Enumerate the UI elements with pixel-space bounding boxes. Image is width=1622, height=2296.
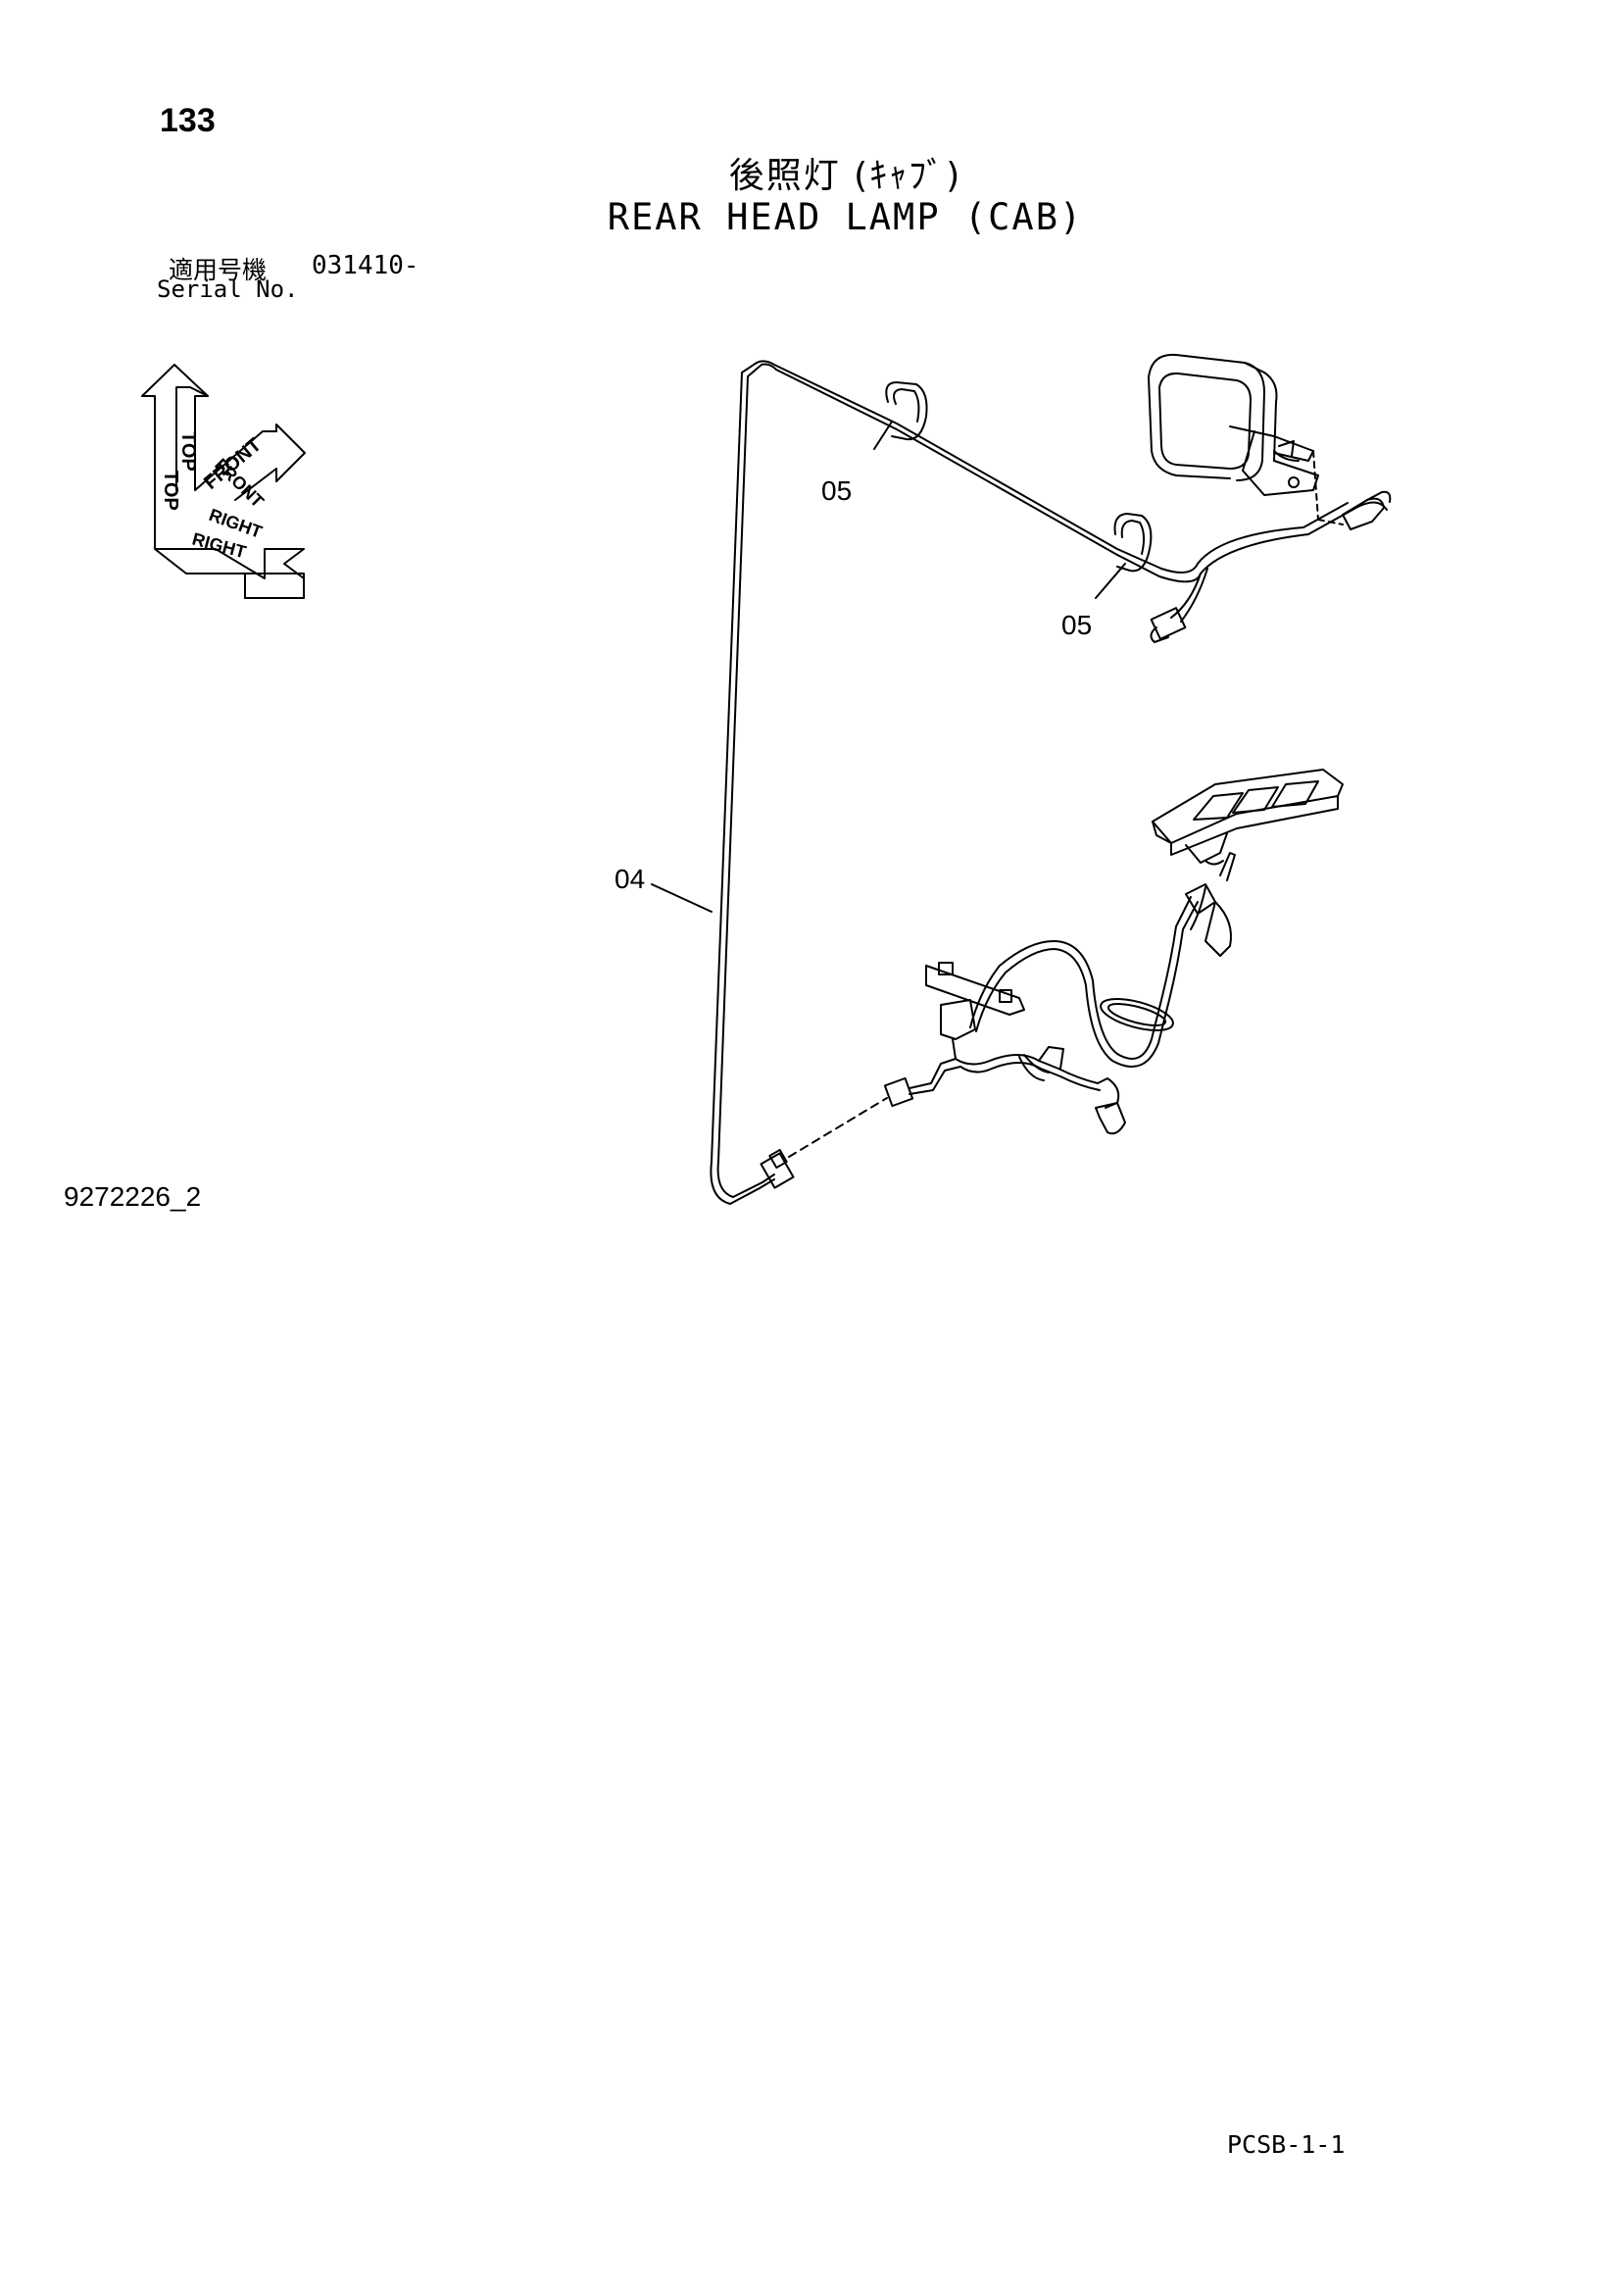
- switch-panel: [1152, 769, 1344, 866]
- callout-05-upper: 05: [821, 475, 852, 506]
- leader-05-lower: [1095, 563, 1126, 599]
- lamp-connector: [1150, 607, 1187, 643]
- page-number: 133: [160, 102, 216, 139]
- rear-lamp: [1148, 353, 1392, 530]
- clamp-05-lower: [1113, 513, 1153, 573]
- clamp-05-upper: [885, 381, 928, 441]
- callout-04: 04: [614, 864, 645, 894]
- callout-05-lower: 05: [1061, 610, 1092, 640]
- serial-label-japanese: 適用号機: [169, 256, 268, 284]
- leader-05-upper: [873, 421, 893, 450]
- orientation-icon: TOP TOP FRONT FRONT RIGHT RIGHT: [141, 364, 306, 599]
- drawing-number: 9272226_2: [64, 1181, 202, 1212]
- cab-harness: [760, 852, 1236, 1189]
- title-english: REAR HEAD LAMP (CAB): [607, 196, 1084, 238]
- orientation-top-label-1: TOP: [160, 471, 181, 511]
- title-japanese: 後照灯 (ｷｬﾌﾞ): [728, 156, 962, 196]
- harness-wire-04: [710, 360, 1388, 1205]
- serial-label-english: Serial No.: [157, 275, 299, 303]
- orientation-top-label-2: TOP: [177, 431, 199, 472]
- leader-04: [651, 883, 713, 913]
- serial-number-value: 031410-: [312, 251, 419, 280]
- page-code: PCSB-1-1: [1227, 2130, 1346, 2159]
